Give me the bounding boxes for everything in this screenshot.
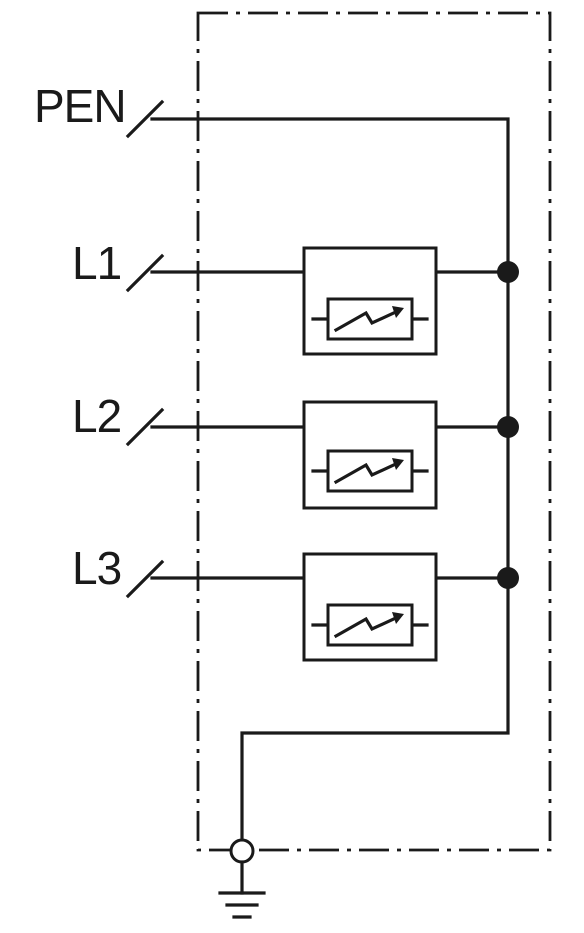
lightning-bolt-arrow-icon [311, 603, 429, 647]
pen-conductor [150, 117, 510, 842]
l2-slash [125, 407, 165, 447]
label-pen: PEN [34, 80, 126, 132]
l1-junction-dot [497, 261, 519, 283]
earth-ground-icon [218, 860, 266, 919]
lightning-bolt-arrow-icon [311, 449, 429, 493]
pen-slash [125, 99, 165, 139]
l3-slash [125, 559, 165, 599]
label-l3: L3 [72, 542, 121, 594]
l2-junction-dot [497, 416, 519, 438]
open-circle-terminal-icon [229, 838, 255, 864]
label-l2: L2 [72, 390, 121, 442]
enclosure-outline [196, 11, 552, 852]
l1-slash [125, 253, 165, 293]
lightning-bolt-arrow-icon [311, 297, 429, 341]
l3-junction-dot [497, 567, 519, 589]
label-l1: L1 [72, 237, 121, 289]
